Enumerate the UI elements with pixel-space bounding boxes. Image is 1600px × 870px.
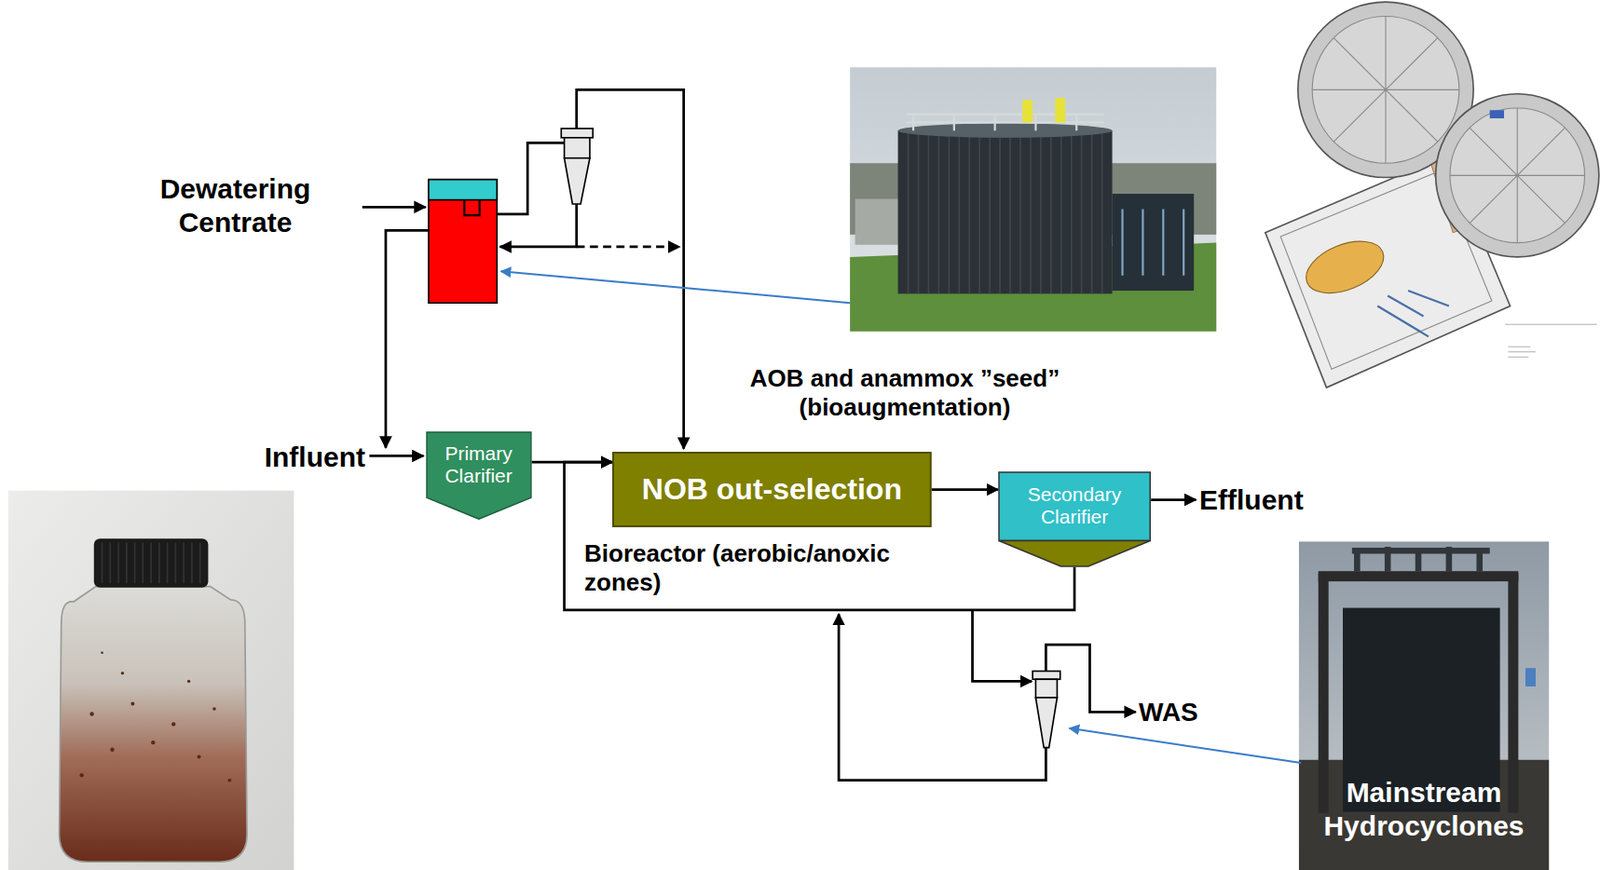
tank-wall: [898, 130, 1113, 294]
photo-sky: [849, 67, 1217, 332]
leader-line: [501, 271, 850, 303]
centrate-feed: [362, 205, 426, 209]
photo-detail: [1525, 668, 1536, 687]
tank-railing: [905, 114, 1104, 132]
plant-building: [1112, 193, 1195, 291]
hydrocyclone-photo: [1299, 541, 1549, 870]
influent-line: [369, 454, 424, 458]
frame-post: [1507, 573, 1518, 813]
reactor-liquid-top: [428, 179, 497, 201]
worker-figure: [1022, 99, 1033, 123]
node-text-area: NOB out-selection: [612, 451, 932, 528]
cyclone-feed: [496, 142, 564, 215]
tank-photo: [849, 67, 1217, 332]
photo-background: [8, 491, 295, 870]
primary-clarifier: Primary Clarifier: [425, 431, 533, 520]
sludge-granules: [79, 651, 232, 782]
seed-line: [576, 89, 684, 449]
render-basin-spokes: [1312, 16, 1460, 165]
stream-label: WAS: [1138, 697, 1199, 729]
callout-leaders: [501, 271, 1301, 764]
tank-cladding: [908, 130, 1103, 294]
cyclone-return: [838, 614, 1046, 780]
jar-body: [59, 587, 247, 863]
sidestream-hydrocyclone: [560, 128, 593, 205]
process-piping: [362, 89, 1197, 780]
cyclone-manifold: [1352, 547, 1491, 572]
node-text: NOB out-selection: [642, 472, 903, 507]
node-text: Secondary Clarifier: [1003, 483, 1146, 529]
render-basin: [1435, 94, 1600, 258]
render-tank: [1299, 231, 1392, 303]
worker-figure: [1054, 97, 1066, 123]
node-text-area: Primary Clarifier: [425, 431, 533, 498]
photo-building: [855, 199, 902, 246]
ras-to-cyclone: [972, 610, 1033, 683]
clarifier-hopper: [998, 540, 1150, 566]
bioreactor-box: NOB out-selection: [612, 451, 932, 528]
was-line: [1045, 644, 1136, 712]
jar-cap: [94, 538, 209, 589]
frame-beam: [1318, 571, 1519, 582]
reactor-shape: [613, 452, 931, 527]
clarifier-shape: [426, 432, 532, 520]
render-basin-inner: [1449, 108, 1586, 244]
render-pipes: [1377, 290, 1450, 337]
reactor-pipe: [464, 200, 479, 216]
mainstream-hydrocyclone: [1032, 670, 1061, 748]
effluent-line: [1150, 498, 1196, 502]
node-text: Primary Clarifier: [431, 442, 527, 488]
tank-rim: [898, 123, 1113, 137]
sludge-jar-photo: [8, 491, 295, 870]
secondary-clarifier: Secondary Clarifier: [998, 471, 1151, 568]
render-basin-inner: [1312, 16, 1460, 165]
photo-caption: Mainstream Hydrocyclones: [1299, 776, 1549, 844]
reactor-tank: [428, 179, 497, 303]
render-detail: [1490, 109, 1505, 119]
building-windows: [1122, 208, 1185, 275]
cap-ridges: [102, 543, 201, 585]
render-title-block: [1504, 324, 1598, 357]
optional-underflow: [576, 246, 681, 249]
frame-post: [1318, 573, 1329, 813]
sidestream-reactor: [428, 179, 497, 303]
clarifier-tank: [998, 472, 1150, 541]
stream-label: Influent: [216, 440, 366, 475]
plant-render: [1265, 1, 1600, 388]
flow-connector: [931, 488, 999, 492]
render-basin-spokes: [1449, 108, 1586, 244]
photo-sky: [1299, 541, 1549, 870]
node-text-area: Secondary Clarifier: [998, 471, 1151, 541]
stream-label: Dewatering Centrate: [139, 172, 331, 240]
annotation-label: AOB and anammox ”seed” (bioaugmentation): [709, 364, 1101, 423]
cyclone-underflow: [500, 204, 577, 247]
stream-label: Effluent: [1199, 483, 1304, 518]
sidestream-return: [385, 230, 429, 448]
leader-line: [1069, 728, 1302, 764]
annotation-label: Bioreactor (aerobic/anoxic zones): [584, 539, 939, 598]
